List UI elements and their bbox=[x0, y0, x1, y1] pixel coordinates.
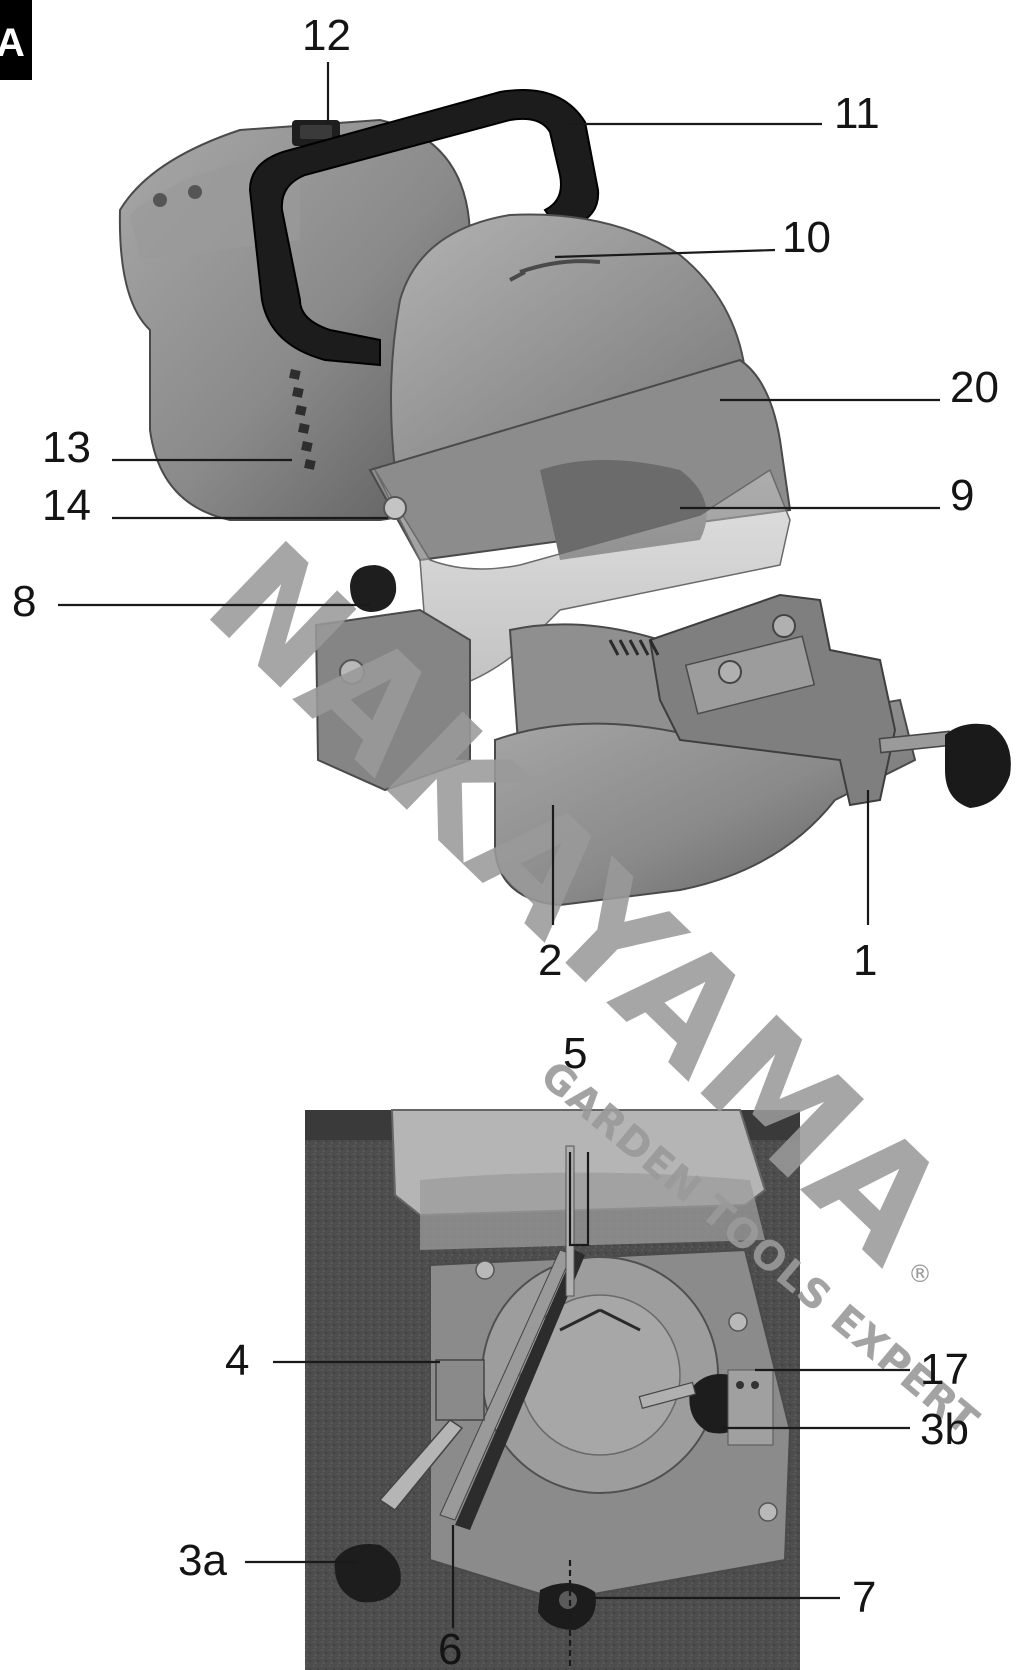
callout-1: 1 bbox=[853, 936, 877, 985]
callout-17: 17 bbox=[920, 1345, 969, 1394]
vent-slots bbox=[289, 369, 316, 470]
rating-label bbox=[727, 1369, 774, 1446]
callout-3a: 3a bbox=[178, 1536, 227, 1585]
vise-rods bbox=[378, 1419, 464, 1512]
callout-10: 10 bbox=[782, 213, 831, 262]
chain-rail bbox=[455, 1250, 585, 1530]
callout-14: 14 bbox=[42, 481, 91, 530]
callout-4: 4 bbox=[225, 1336, 249, 1385]
pivot-knob bbox=[350, 565, 397, 612]
vise-knob bbox=[945, 723, 1011, 808]
callout-20: 20 bbox=[950, 363, 999, 412]
callout-labels: 12 11 10 20 13 14 9 8 2 1 5 4 17 3b 3a 7… bbox=[12, 11, 999, 1670]
callout-11: 11 bbox=[834, 89, 880, 138]
carry-handle bbox=[248, 89, 600, 367]
figure-badge: A bbox=[0, 0, 32, 80]
callout-7: 7 bbox=[852, 1573, 876, 1622]
callout-12: 12 bbox=[302, 11, 351, 60]
callout-6: 6 bbox=[438, 1625, 462, 1670]
figure-badge-label: A bbox=[0, 21, 25, 65]
sharpener-lower-view bbox=[305, 1109, 800, 1670]
angle-scale bbox=[559, 1308, 641, 1332]
callout-8: 8 bbox=[12, 577, 36, 626]
sharpener-upper-view bbox=[118, 89, 1011, 907]
callout-2: 2 bbox=[538, 936, 562, 985]
callout-9: 9 bbox=[950, 471, 974, 520]
knob-3a bbox=[334, 1544, 401, 1603]
leader-lines bbox=[58, 62, 940, 1668]
leader-10 bbox=[554, 248, 776, 259]
watermark-registered: ® bbox=[908, 1260, 932, 1288]
chain-vise-arm bbox=[648, 593, 897, 807]
tension-spring bbox=[608, 639, 660, 656]
callout-3b: 3b bbox=[920, 1405, 969, 1454]
callout-5: 5 bbox=[563, 1029, 587, 1078]
leader-5 bbox=[568, 1152, 590, 1247]
callout-13: 13 bbox=[42, 423, 91, 472]
shield-bolt bbox=[383, 496, 407, 520]
pivot-base bbox=[314, 608, 471, 792]
